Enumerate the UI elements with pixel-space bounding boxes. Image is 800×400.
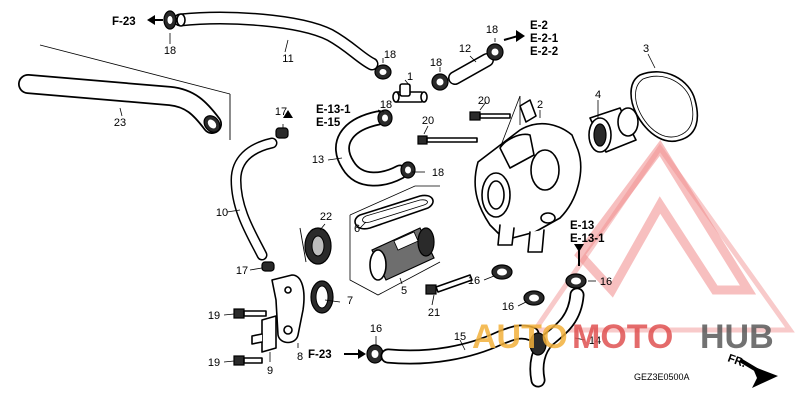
- clamp-16-b: [523, 290, 545, 306]
- ref-f23-bottom: F-23: [308, 349, 332, 361]
- label-part-3: 3: [643, 43, 649, 55]
- arrow-front: [738, 358, 778, 388]
- hose-23: [18, 44, 231, 140]
- tee-joint-1: [392, 83, 428, 103]
- label-part-5: 5: [401, 285, 407, 297]
- label-part-17-b: 17: [236, 265, 248, 277]
- bolt-21: [425, 274, 473, 295]
- bracket-9: [251, 315, 277, 353]
- direction-front-label: FR.: [726, 353, 748, 371]
- clamp-18-d: [486, 43, 504, 61]
- oil-seal-22: [299, 227, 332, 265]
- label-part-13: 13: [312, 154, 324, 166]
- clamp-18-f: [400, 161, 416, 179]
- label-part-7: 7: [347, 295, 353, 307]
- label-part-21: 21: [428, 307, 440, 319]
- label-part-6: 6: [354, 223, 360, 235]
- ref-e13-1-right: E-13-1: [570, 233, 605, 245]
- label-part-20-a: 20: [478, 95, 490, 107]
- watermark-text-auto: AUTO: [472, 318, 568, 356]
- pipe-fitting-4: [588, 107, 639, 153]
- watermark-text-moto: MOTO: [572, 318, 673, 356]
- label-part-14: 14: [589, 335, 601, 347]
- label-part-9: 9: [267, 365, 273, 377]
- part-labels: 1 2 3 4 5 6 7 8 9 10 11 12 13 14 15 16 1…: [114, 24, 649, 377]
- label-part-16-d: 16: [370, 323, 382, 335]
- bolt-19-b: [233, 355, 263, 366]
- hose-11: [173, 11, 379, 71]
- clamp-18-b: [374, 64, 392, 80]
- label-part-16-b: 16: [502, 301, 514, 313]
- label-part-18-b: 18: [384, 49, 396, 61]
- watermark-text: AUTO MOTO HUB: [472, 318, 774, 356]
- label-part-20-b: 20: [422, 115, 434, 127]
- watermark-text-hub: HUB: [700, 318, 774, 356]
- clamp-16-d: [366, 344, 384, 364]
- clip-17-b: [261, 261, 275, 272]
- clamp-18-c: [431, 73, 449, 91]
- arrow-f23-bottom: [344, 349, 366, 359]
- label-part-16-a: 16: [468, 275, 480, 287]
- label-part-2: 2: [537, 99, 543, 111]
- gasket-3: [630, 71, 699, 142]
- bolt-20-b: [417, 135, 478, 145]
- label-part-10: 10: [216, 207, 228, 219]
- label-part-23: 23: [114, 117, 126, 129]
- hose-14: [529, 287, 585, 388]
- pipe-12: [448, 53, 494, 85]
- label-part-15: 15: [454, 331, 466, 343]
- thermostat-5: [369, 227, 435, 281]
- label-part-16-c: 16: [600, 276, 612, 288]
- leader-lines: [119, 33, 656, 363]
- arrow-f23-top: [147, 15, 163, 25]
- label-part-19-a: 19: [208, 310, 220, 322]
- arrow-e13-1: [283, 110, 293, 118]
- ref-e13: E-13: [570, 220, 594, 232]
- hose-15: [380, 324, 547, 365]
- ref-f23-top: F-23: [112, 16, 136, 28]
- bolt-19-a: [233, 308, 267, 319]
- label-part-18-f: 18: [432, 167, 444, 179]
- drawing-code: GEZ3E0500A: [634, 372, 690, 382]
- ref-e13-1-left: E-13-1: [316, 104, 351, 116]
- label-part-18-a: 18: [164, 45, 176, 57]
- gasket-6: [354, 194, 434, 230]
- o-ring-7: [310, 280, 334, 314]
- clamp-16-c: [565, 273, 587, 289]
- label-part-11: 11: [282, 53, 293, 65]
- ref-e2: E-2: [530, 20, 548, 32]
- clamp-18-a: [163, 10, 177, 30]
- ref-e2-1: E-2-1: [530, 33, 559, 45]
- arrow-e2: [503, 30, 525, 42]
- clamp-16-a: [491, 264, 513, 280]
- bracket-8: [271, 274, 305, 344]
- label-part-19-b: 19: [208, 357, 220, 369]
- label-part-1: 1: [407, 71, 413, 83]
- clip-17-a: [275, 127, 289, 139]
- label-part-4: 4: [595, 89, 601, 101]
- label-part-12: 12: [459, 43, 471, 55]
- hose-13: [335, 110, 408, 187]
- label-part-8: 8: [297, 351, 303, 363]
- reference-codes: F-23 E-2 E-2-1 E-2-2 E-13-1 E-15 E-13 E-…: [112, 16, 747, 382]
- watermark-logo: [530, 140, 795, 333]
- clamp-18-e: [377, 109, 393, 127]
- water-pump-2: [474, 95, 582, 253]
- label-part-18-e: 18: [380, 99, 392, 111]
- bolt-20-a: [469, 111, 511, 121]
- hose-10: [230, 137, 278, 261]
- arrow-e13: [574, 244, 584, 266]
- ref-e2-2: E-2-2: [530, 46, 558, 58]
- ref-e15: E-15: [316, 117, 341, 129]
- label-part-17-a: 17: [275, 106, 287, 118]
- exploded-outline: [349, 185, 441, 296]
- label-part-22: 22: [320, 211, 332, 223]
- label-part-18-d: 18: [486, 24, 498, 36]
- label-part-18-c: 18: [430, 57, 442, 69]
